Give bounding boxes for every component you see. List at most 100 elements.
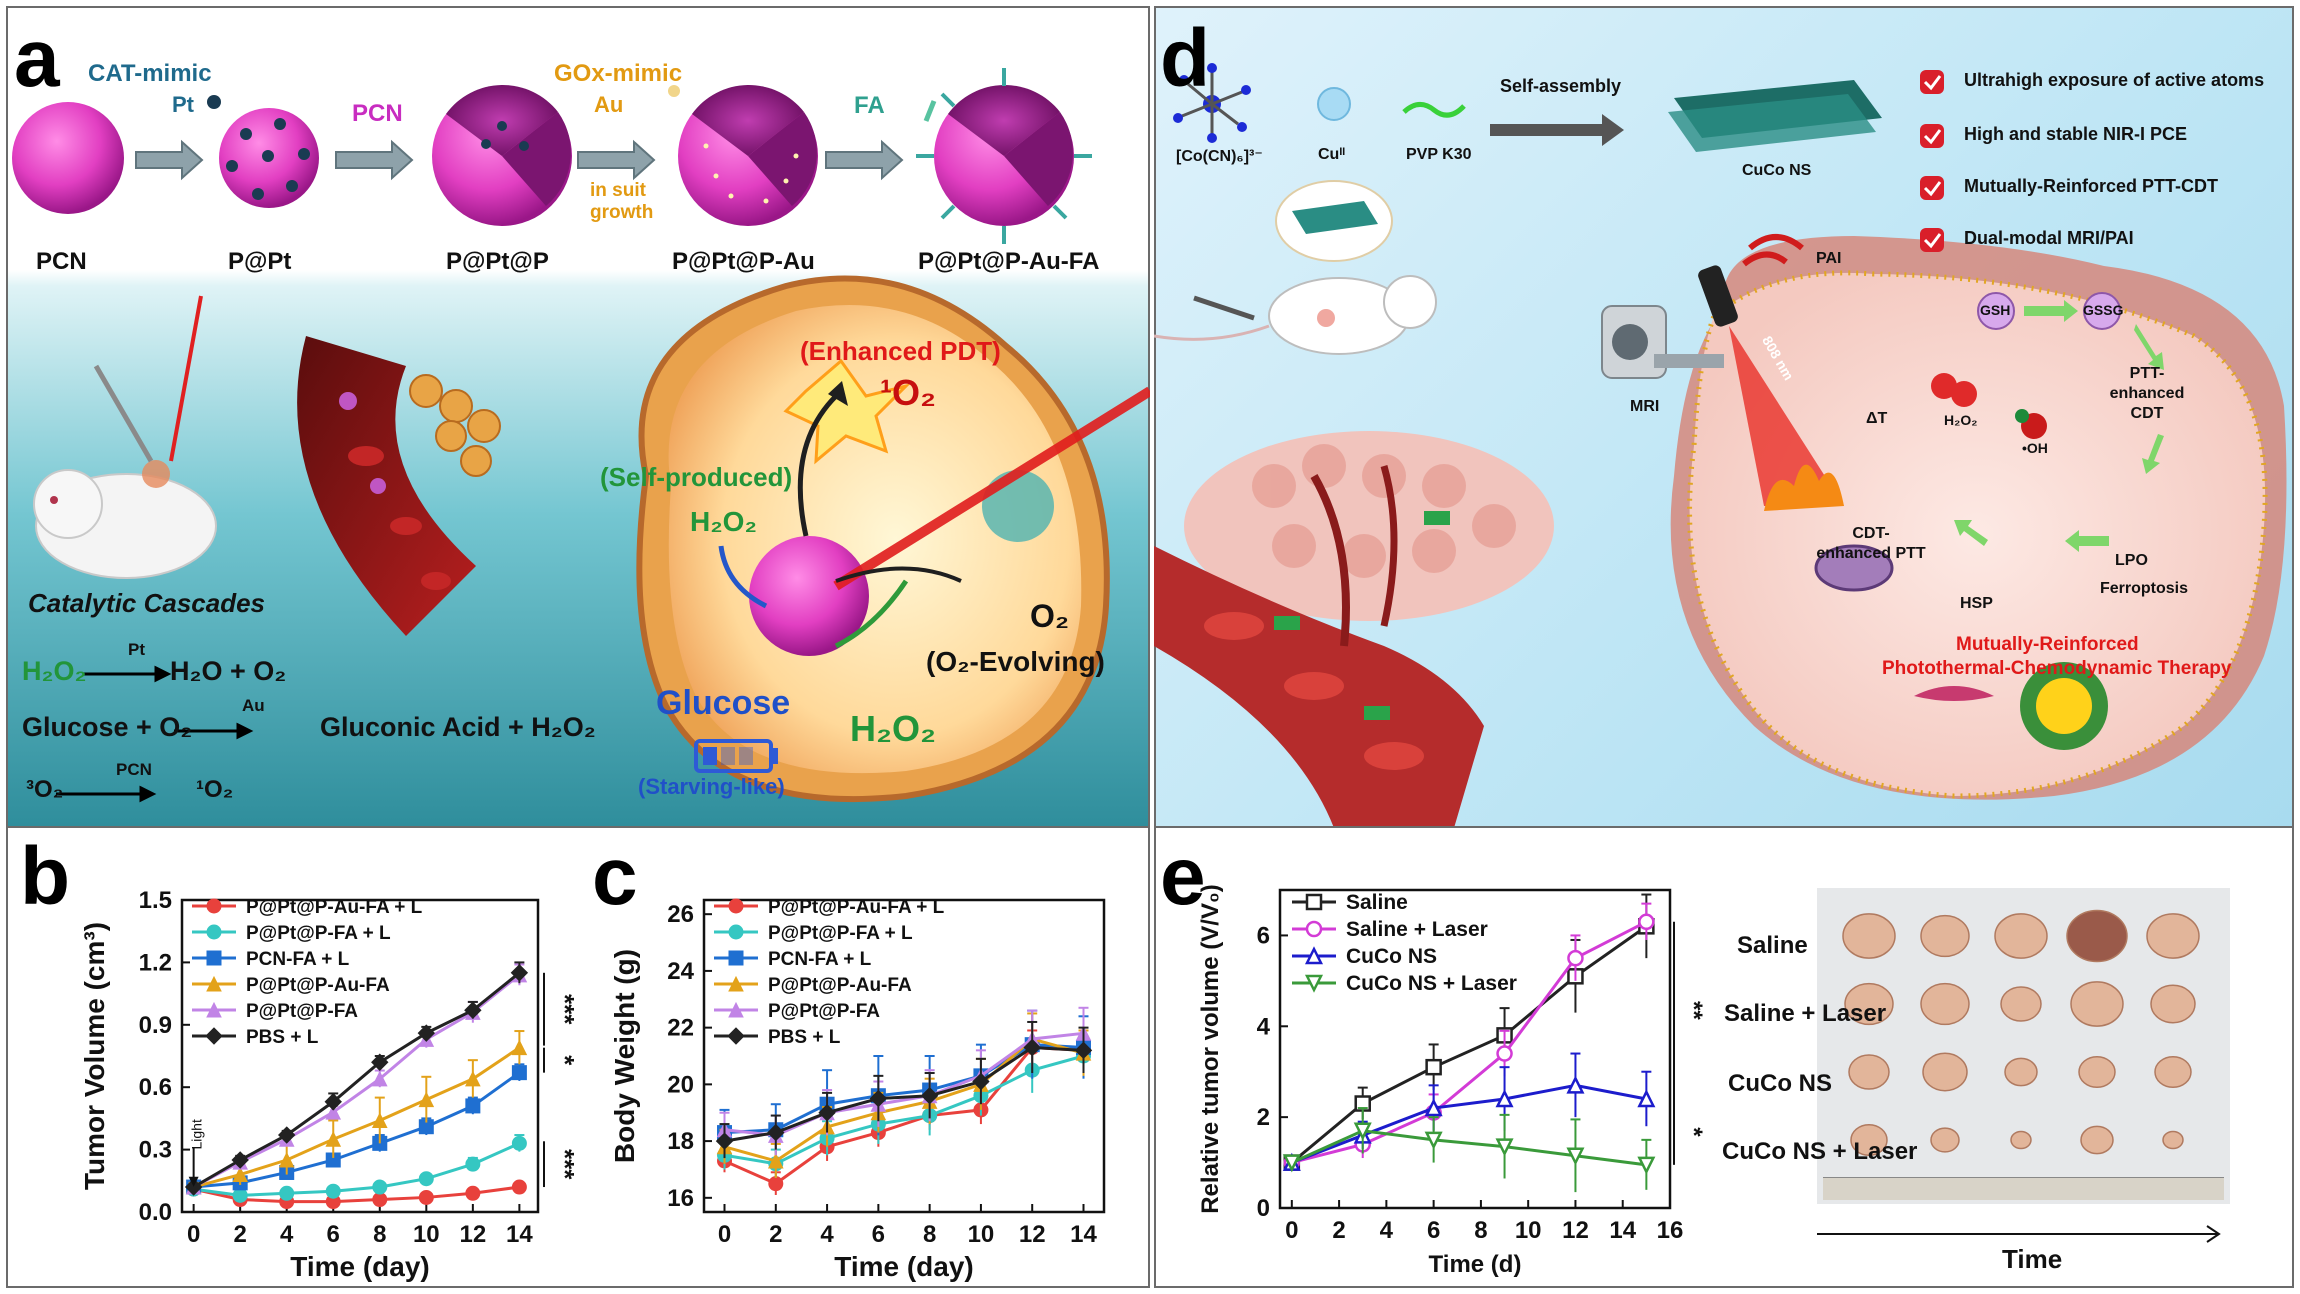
chart-e-xtick-label: 8: [1474, 1217, 1487, 1244]
panel-e-frame: [1154, 826, 2294, 1288]
chart-b-legend-marker: [206, 950, 222, 966]
reaction-3-catalyst: PCN: [116, 760, 152, 779]
chart-e-plot-frame: [1278, 888, 1672, 1210]
ptt-enhanced-cdt-label: PTT-enhanced CDT: [2109, 365, 2185, 422]
chart-b-point: [372, 1192, 388, 1208]
chart-b-series-line: [192, 971, 521, 1189]
chart-c-point: [767, 1152, 784, 1169]
chart-e-xtick-label: 14: [1609, 1217, 1636, 1244]
pt-particle: [207, 95, 221, 109]
chart-e-legend-label: Saline + Laser: [1346, 918, 1488, 941]
chart-c-ylabel: Body Weight (g): [609, 949, 640, 1163]
chart-b-point: [232, 1187, 248, 1203]
tumor-sample: [1850, 1123, 1888, 1157]
chart-c-xtick-label: 6: [872, 1221, 885, 1248]
chart-e-series-line: [1291, 920, 1648, 1165]
chart-c-legend-label: P@Pt@P-Au-FA: [768, 975, 912, 996]
mouse-d-illustration: [1154, 180, 1437, 355]
chart-b-series-line: [193, 1141, 520, 1197]
reaction-2-right: Gluconic Acid + H₂O₂: [320, 712, 596, 742]
pvp-icon: [1402, 102, 1466, 118]
chart-b-ytick-label: 0.3: [139, 1137, 172, 1164]
stage-label-pptp-au-fa: P@Pt@P-Au-FA: [918, 248, 1100, 275]
chart-b-point: [511, 1135, 527, 1151]
chart-b-point: [417, 1024, 436, 1042]
chart-e-point: [1424, 1131, 1443, 1150]
chart-b-ytick-label: 1.5: [139, 887, 172, 914]
panel-bc-frame: [6, 826, 1150, 1288]
self-assembly-label: Self-assembly: [1500, 76, 1622, 96]
self-produced-label: (Self-produced): [600, 462, 793, 492]
ferroptosis-label: Ferroptosis: [2100, 580, 2189, 597]
chart-b-light-arrowhead: [188, 1176, 199, 1187]
tumor-sample: [1920, 982, 1970, 1026]
chart-b-point: [371, 1112, 388, 1128]
chart-e-legend-marker: [1305, 893, 1323, 911]
chart-e-legend-label: Saline: [1346, 891, 1408, 914]
tumor-sample: [1844, 982, 1894, 1026]
reagent-pvp-label: PVP K30: [1406, 146, 1472, 163]
time-arrow: [1817, 1225, 2221, 1243]
chart-b-point: [324, 1093, 342, 1111]
chart-e-series-line: [1291, 1129, 1647, 1167]
blood-vessel-illustration: [297, 336, 501, 636]
panel-letter-c: c: [592, 831, 638, 922]
chart-b-significance: ***: [550, 994, 580, 1025]
tumor-sample: [2000, 986, 2042, 1022]
au-particle: [668, 85, 680, 97]
chart-b-point: [511, 1065, 527, 1081]
chart-b-ytick-label: 0.9: [139, 1012, 172, 1039]
chart-c-xtick-label: 12: [1019, 1221, 1046, 1248]
feature-1: Ultrahigh exposure of active atoms: [1964, 70, 2265, 90]
arrow-2: [335, 139, 414, 181]
chart-b-xtick-label: 4: [280, 1221, 294, 1248]
gsh-label: GSH: [1980, 302, 2011, 318]
chart-c-ytick-label: 22: [667, 1015, 694, 1042]
pai-probe-icon: [1698, 234, 1804, 327]
chart-c-point: [1074, 1041, 1093, 1060]
chart-b-light-annotation: Light: [189, 1119, 205, 1149]
tumor-sample: [1930, 1127, 1960, 1153]
feature-3: Mutually-Reinforced PTT-CDT: [1964, 176, 2219, 196]
chart-c-legend-marker: [728, 924, 744, 940]
chart-b-ylabel: Tumor Volume (cm³): [79, 922, 110, 1190]
fa-stick: [923, 100, 937, 122]
chart-b-point: [465, 1098, 481, 1114]
cat-mimic-label: CAT-mimic: [88, 60, 212, 87]
tumor-photo-samples: [1842, 909, 2200, 1157]
chart-b-point: [279, 1185, 295, 1201]
chart-e-point: [1566, 1147, 1585, 1166]
fa-label: FA: [854, 92, 885, 119]
chart-b-point: [325, 1104, 342, 1120]
chart-c-legend-marker: [728, 1001, 744, 1018]
delta-t-label: ΔT: [1866, 410, 1888, 427]
chart-b-point: [465, 1185, 481, 1201]
chart-b-xtick-label: 6: [327, 1221, 340, 1248]
chart-c-ytick-label: 16: [667, 1185, 694, 1212]
stage-label-pptp: P@Pt@P: [446, 248, 549, 275]
gsh-sphere: [1977, 292, 2015, 330]
chart-b-legend-marker: [206, 898, 222, 914]
chart-b-legend-label: PBS + L: [246, 1027, 319, 1048]
therapy-title-1: Mutually-Reinforced: [1956, 634, 2139, 655]
panel-letter-e: e: [1160, 831, 1206, 922]
chart-c-point: [767, 1123, 785, 1142]
chart-c-ytick-label: 20: [667, 1071, 694, 1098]
chart-c-ytick-label: 18: [667, 1128, 694, 1155]
chart-b-xtick-label: 12: [459, 1221, 486, 1248]
panel-letter-a: a: [14, 13, 60, 104]
chart-e-xtick-label: 10: [1515, 1217, 1542, 1244]
panel-d-illustration: [1154, 63, 2287, 828]
chart-b-point: [371, 1053, 389, 1071]
feature-check-badges: [1920, 70, 1944, 252]
chart-c-ytick-label: 26: [667, 901, 694, 928]
oh-label: •OH: [2022, 440, 2048, 456]
chart-b-plot-frame: [180, 898, 540, 1214]
laser-beam: [1729, 326, 1844, 506]
chart-c-legend-label: P@Pt@P-Au-FA + L: [768, 897, 945, 918]
reaction-3-right: ¹O₂: [196, 776, 234, 803]
lpo-label: LPO: [2115, 552, 2148, 569]
chart-b-point: [232, 1166, 248, 1183]
chart-b-xtick-label: 0: [187, 1221, 200, 1248]
chart-b-point: [418, 1189, 434, 1205]
